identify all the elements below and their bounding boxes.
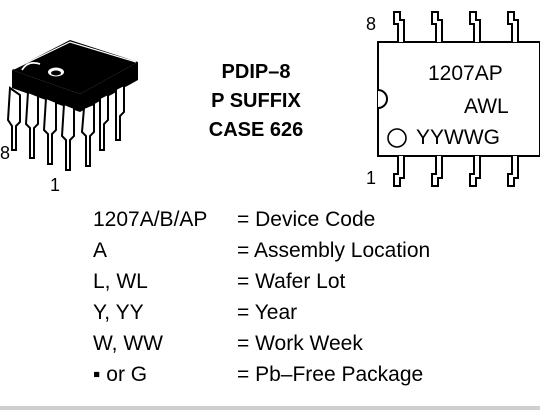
dip-package-illustration	[6, 40, 138, 171]
legend-row: W, WW = Work Week	[93, 328, 430, 359]
legend-code: ▪ or G	[93, 363, 148, 386]
package-title: PDIP–8 P SUFFIX CASE 626	[198, 58, 314, 145]
legend-code: Y, YY	[93, 301, 144, 324]
marking-line-1: 1207AP	[428, 62, 503, 85]
body-notch	[21, 61, 41, 71]
marking-bottom-pins	[393, 156, 519, 187]
legend-code: 1207A/B/AP	[93, 208, 208, 231]
legend-desc: = Pb–Free Package	[237, 363, 424, 386]
legend-row: Y, YY = Year	[93, 297, 430, 328]
marking-pin-8-label: 8	[366, 14, 377, 34]
legend-row: 1207A/B/AP = Device Code	[93, 204, 430, 235]
chip-body-front	[12, 70, 80, 112]
legend-desc: = Device Code	[237, 208, 376, 231]
back-pins	[6, 86, 21, 151]
front-pins	[24, 90, 95, 171]
legend-code: W, WW	[93, 332, 163, 355]
legend-desc: = Work Week	[237, 332, 363, 355]
legend-row: A = Assembly Location	[93, 235, 430, 266]
legend-desc: = Wafer Lot	[237, 270, 346, 293]
legend-row: ▪ or G = Pb–Free Package	[93, 359, 430, 390]
chip-body-side	[80, 62, 138, 112]
chip-pin-1-label: 1	[50, 175, 61, 195]
marking-legend: 1207A/B/AP = Device Code A = Assembly Lo…	[93, 204, 430, 390]
legend-code: L, WL	[93, 270, 148, 293]
bottom-divider	[0, 406, 540, 410]
legend-desc: = Year	[237, 301, 298, 324]
package-line-2: P SUFFIX	[211, 90, 301, 112]
legend-desc: = Assembly Location	[237, 239, 431, 262]
side-pins	[99, 83, 125, 151]
marking-line-3: YYWWG	[416, 126, 500, 149]
chip-pin-8-label: 8	[0, 143, 11, 163]
marking-pin1-circle	[387, 128, 407, 148]
package-line-1: PDIP–8	[221, 61, 291, 83]
marking-line-2: AWL	[464, 95, 509, 118]
marking-notch	[377, 89, 388, 109]
legend-code: A	[93, 239, 108, 262]
marking-pin-1-label: 1	[366, 168, 377, 188]
marking-top-pins	[393, 11, 519, 42]
package-line-3: CASE 626	[208, 119, 304, 141]
legend-row: L, WL = Wafer Lot	[93, 266, 430, 297]
marking-diagram	[377, 11, 540, 187]
